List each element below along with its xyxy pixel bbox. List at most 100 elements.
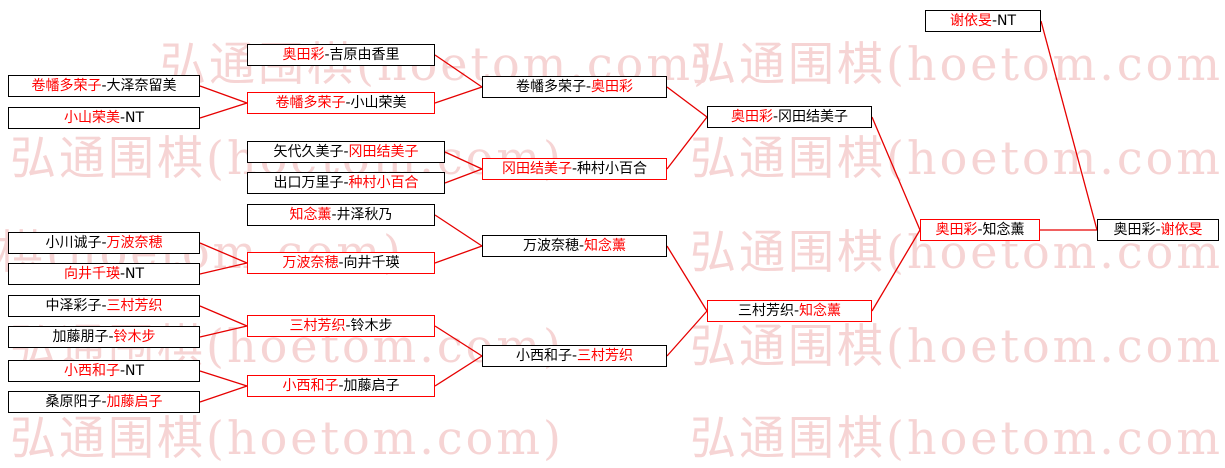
bracket-connector bbox=[199, 305, 248, 327]
watermark-text: 弘通围棋(hoetom.com) bbox=[690, 131, 1225, 185]
bracket-connector bbox=[199, 370, 248, 387]
winner-name: 小西和子 bbox=[282, 378, 339, 394]
name-separator: - bbox=[578, 238, 585, 254]
bracket-connector bbox=[666, 116, 708, 170]
match-box-r1m1: 卷幡多荣子-大泽奈留美 bbox=[8, 75, 200, 97]
winner-name: 知念薰 bbox=[584, 238, 627, 254]
player-name: 矢代久美子 bbox=[273, 144, 344, 160]
winner-name: 卷幡多荣子 bbox=[275, 95, 346, 111]
name-separator: - bbox=[338, 255, 344, 271]
bracket-connector bbox=[199, 102, 248, 119]
name-separator: - bbox=[119, 110, 126, 126]
winner-name: 三村芳织 bbox=[577, 348, 634, 364]
player-name: 吉原由香里 bbox=[329, 47, 400, 63]
player-name: 三村芳织 bbox=[737, 303, 794, 319]
bracket-connector bbox=[434, 54, 483, 88]
name-separator: - bbox=[772, 109, 779, 125]
bracket-connector bbox=[666, 310, 708, 357]
bracket-connector bbox=[1040, 20, 1098, 231]
watermark-text: 弘通围棋(hoetom.com) bbox=[690, 37, 1225, 91]
bracket-connector bbox=[434, 325, 483, 357]
name-separator: - bbox=[345, 95, 351, 111]
bracket-connector bbox=[434, 86, 483, 104]
watermark-text: 弘通围棋(hoetom.com) bbox=[690, 319, 1225, 373]
player-name: 中泽彩子 bbox=[45, 298, 102, 314]
player-name: 万波奈穂 bbox=[522, 238, 579, 254]
bracket-connector bbox=[199, 85, 248, 104]
winner-name: 向井千瑛 bbox=[63, 266, 120, 282]
bracket-connector bbox=[199, 262, 248, 275]
player-name: 加藤启子 bbox=[343, 378, 400, 394]
match-box-r5m1: 奥田彩-知念薰 bbox=[920, 219, 1040, 241]
bracket-connector bbox=[434, 245, 483, 264]
match-box-r2m7: 三村芳织-铃木步 bbox=[247, 315, 435, 337]
name-separator: - bbox=[101, 78, 107, 94]
player-name: 大泽奈留美 bbox=[106, 78, 177, 94]
winner-name: 谢依旻 bbox=[1160, 222, 1203, 238]
name-separator: - bbox=[101, 235, 107, 251]
name-separator: - bbox=[119, 363, 126, 379]
player-name: 桑原阳子 bbox=[45, 394, 102, 410]
match-box-r1m7: 小西和子-NT bbox=[8, 360, 200, 382]
winner-name: 冈田结美子 bbox=[501, 161, 572, 177]
name-separator: - bbox=[585, 79, 592, 95]
bracket-connector bbox=[199, 242, 248, 264]
match-box-r2m5: 知念薰-井泽秋乃 bbox=[247, 204, 435, 226]
name-separator: - bbox=[977, 222, 983, 238]
winner-name: 奥田彩 bbox=[282, 47, 325, 63]
winner-name: 卷幡多荣子 bbox=[31, 78, 102, 94]
winner-name: 加藤启子 bbox=[106, 394, 163, 410]
match-box-r3m1: 卷幡多荣子-奥田彩 bbox=[482, 76, 667, 98]
match-box-r2m1: 奥田彩-吉原由香里 bbox=[247, 44, 435, 66]
match-box-r1m6: 加藤朋子-铃木步 bbox=[8, 326, 200, 348]
match-box-r5m2: 谢依旻-NT bbox=[925, 10, 1041, 32]
name-separator: - bbox=[345, 318, 351, 334]
match-box-r2m8: 小西和子-加藤启子 bbox=[247, 375, 435, 397]
bracket-connector bbox=[444, 168, 483, 184]
winner-name: 三村芳织 bbox=[289, 318, 346, 334]
player-name: NT bbox=[125, 363, 145, 379]
player-name: 出口万里子 bbox=[273, 175, 344, 191]
name-separator: - bbox=[793, 303, 800, 319]
match-box-r3m4: 小西和子-三村芳织 bbox=[482, 345, 667, 367]
name-separator: - bbox=[338, 378, 344, 394]
match-box-r1m3: 小川诚子-万波奈穂 bbox=[8, 232, 200, 254]
bracket-connector bbox=[434, 355, 483, 387]
bracket-lines bbox=[199, 20, 1098, 403]
match-box-final: 奥田彩-谢依旻 bbox=[1097, 219, 1219, 241]
winner-name: 冈田结美子 bbox=[348, 144, 419, 160]
bracket-connector bbox=[199, 385, 248, 403]
match-box-r2m3: 矢代久美子-冈田结美子 bbox=[247, 141, 445, 163]
name-separator: - bbox=[119, 266, 126, 282]
player-name: 种村小百合 bbox=[577, 161, 648, 177]
name-separator: - bbox=[571, 161, 578, 177]
player-name: 知念薰 bbox=[982, 222, 1025, 238]
player-name: 铃木步 bbox=[350, 318, 393, 334]
match-box-r2m2: 卷幡多荣子-小山荣美 bbox=[247, 92, 435, 114]
player-name: 小川诚子 bbox=[45, 235, 102, 251]
match-box-r3m3: 万波奈穂-知念薰 bbox=[482, 235, 667, 257]
name-separator: - bbox=[571, 348, 578, 364]
bracket-connector bbox=[871, 116, 921, 231]
player-name: 小西和子 bbox=[515, 348, 572, 364]
bracket-connector bbox=[444, 151, 483, 170]
player-name: NT bbox=[125, 266, 145, 282]
match-box-r2m6: 万波奈穂-向井千瑛 bbox=[247, 252, 435, 274]
winner-name: 小山荣美 bbox=[63, 110, 120, 126]
player-name: 向井千瑛 bbox=[343, 255, 400, 271]
name-separator: - bbox=[108, 329, 114, 345]
name-separator: - bbox=[101, 394, 107, 410]
winner-name: 铃木步 bbox=[113, 329, 156, 345]
bracket-connector bbox=[666, 86, 708, 118]
winner-name: 种村小百合 bbox=[348, 175, 419, 191]
winner-name: 奥田彩 bbox=[591, 79, 634, 95]
player-name: 卷幡多荣子 bbox=[515, 79, 586, 95]
player-name: NT bbox=[997, 13, 1017, 29]
player-name: 冈田结美子 bbox=[778, 109, 849, 125]
winner-name: 知念薰 bbox=[799, 303, 842, 319]
player-name: 井泽秋乃 bbox=[336, 207, 393, 223]
match-box-r1m2: 小山荣美-NT bbox=[8, 107, 200, 129]
bracket-connector bbox=[434, 214, 483, 247]
winner-name: 万波奈穂 bbox=[106, 235, 163, 251]
